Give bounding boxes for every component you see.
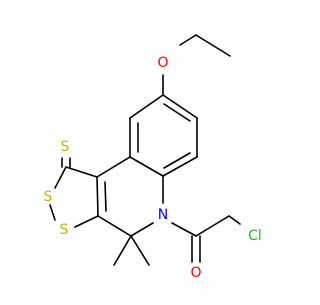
bond-n-cme2 — [130, 222, 154, 237]
bond-ch3-ch2 — [195, 34, 231, 57]
bond-ch2-cl — [228, 215, 241, 225]
atom-o-ether: O — [157, 55, 168, 71]
bond-c9b-c1 — [65, 166, 98, 178]
bond-c3a-c9b-inner — [104, 181, 107, 212]
bond-s-s — [49, 204, 56, 221]
bond-methyl-1 — [113, 235, 132, 266]
atom-o-carbonyl: O — [190, 265, 201, 281]
atom-s-thione: S — [61, 139, 70, 155]
bond-cme2-c3a — [97, 215, 132, 237]
bond-ch2-o-ether — [179, 34, 197, 46]
structure-diagram: S S S O N O Cl — [44, 34, 262, 281]
bond-ar1 — [162, 94, 198, 119]
bond-n-carbonyl — [171, 222, 197, 237]
bond-carbonyl-ch2 — [195, 215, 230, 237]
bond-ar3-inner — [163, 152, 191, 169]
bond-c9b-ar — [96, 156, 131, 178]
bond-ar1-inner — [163, 103, 191, 122]
bond-s-bottom-c3a — [74, 215, 99, 228]
atom-s-ring-bottom: S — [60, 222, 69, 238]
atom-labels: S S S O N O Cl — [44, 55, 262, 281]
bond-ar4 — [129, 156, 164, 177]
bonds — [49, 34, 241, 266]
atom-s-ring-top: S — [44, 189, 53, 205]
molecule-canvas: S S S O N O Cl — [44, 34, 262, 281]
atom-n-ring: N — [158, 207, 168, 223]
bond-ar3 — [162, 156, 198, 177]
atom-cl: Cl — [248, 228, 262, 244]
bond-methyl-2 — [130, 235, 150, 266]
bond-c1-s-top — [54, 166, 67, 189]
bond-c3a-c9b — [96, 176, 99, 217]
bond-ar6 — [129, 94, 164, 119]
